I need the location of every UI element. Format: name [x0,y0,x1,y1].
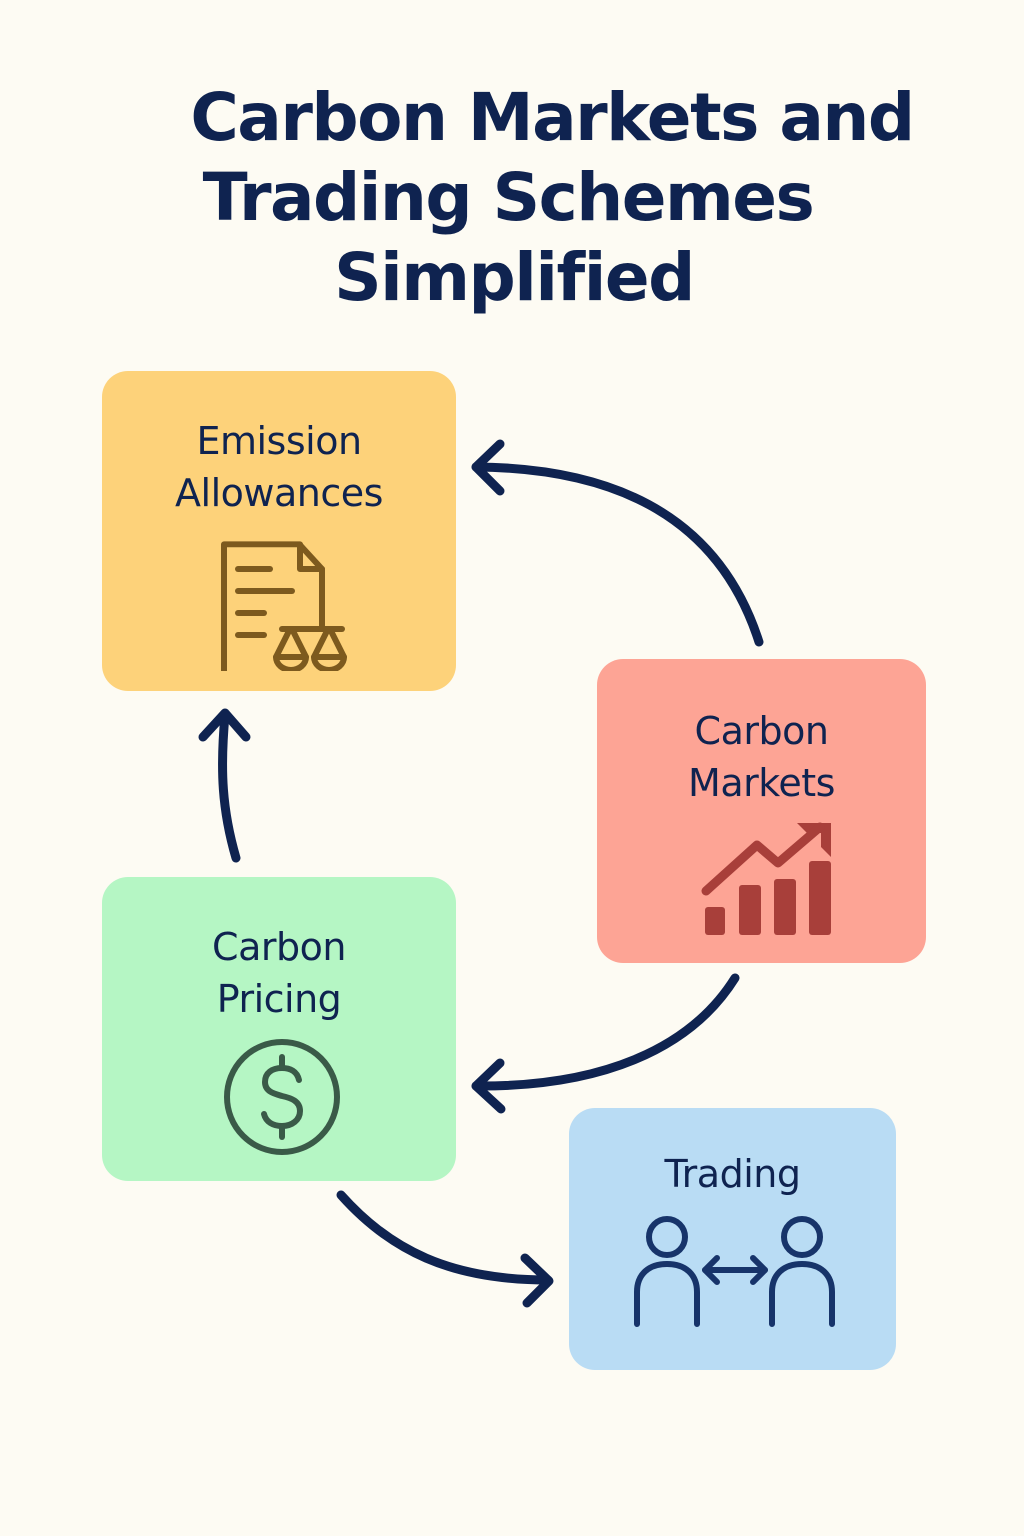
node-label-line: Markets [688,761,835,805]
node-carbon-markets[interactable]: Carbon Markets [597,659,926,963]
arrow-pricing-to-trading [336,1190,554,1308]
title-line-1: Carbon Markets and [190,79,915,156]
dollar-coin-icon [224,1039,340,1155]
page-title: Carbon Markets and Trading Schemes Simpl… [170,78,915,318]
arrow-markets-to-emission [471,439,764,647]
node-emission-allowances[interactable]: Emission Allowances [102,371,456,691]
arrow-markets-to-pricing [471,973,740,1114]
node-carbon-pricing[interactable]: Carbon Pricing [102,877,456,1181]
node-label-line: Trading [664,1152,801,1196]
rising-bar-chart-icon [701,822,831,935]
node-label-line: Carbon [212,925,346,969]
node-label: Trading [569,1148,896,1200]
node-trading[interactable]: Trading [569,1108,896,1370]
node-label: Carbon Pricing [102,921,456,1025]
title-line-3: Simplified [334,239,695,316]
people-exchange-icon [634,1216,835,1327]
node-label-line: Allowances [175,471,383,515]
node-label-line: Carbon [694,709,829,753]
node-label-line: Emission [196,419,362,463]
arrow-pricing-to-emission [198,708,251,863]
document-scales-icon [221,541,347,671]
node-label: Emission Allowances [102,415,456,519]
title-line-2: Trading Schemes [202,159,815,236]
node-label-line: Pricing [216,977,342,1021]
node-label: Carbon Markets [597,705,926,809]
